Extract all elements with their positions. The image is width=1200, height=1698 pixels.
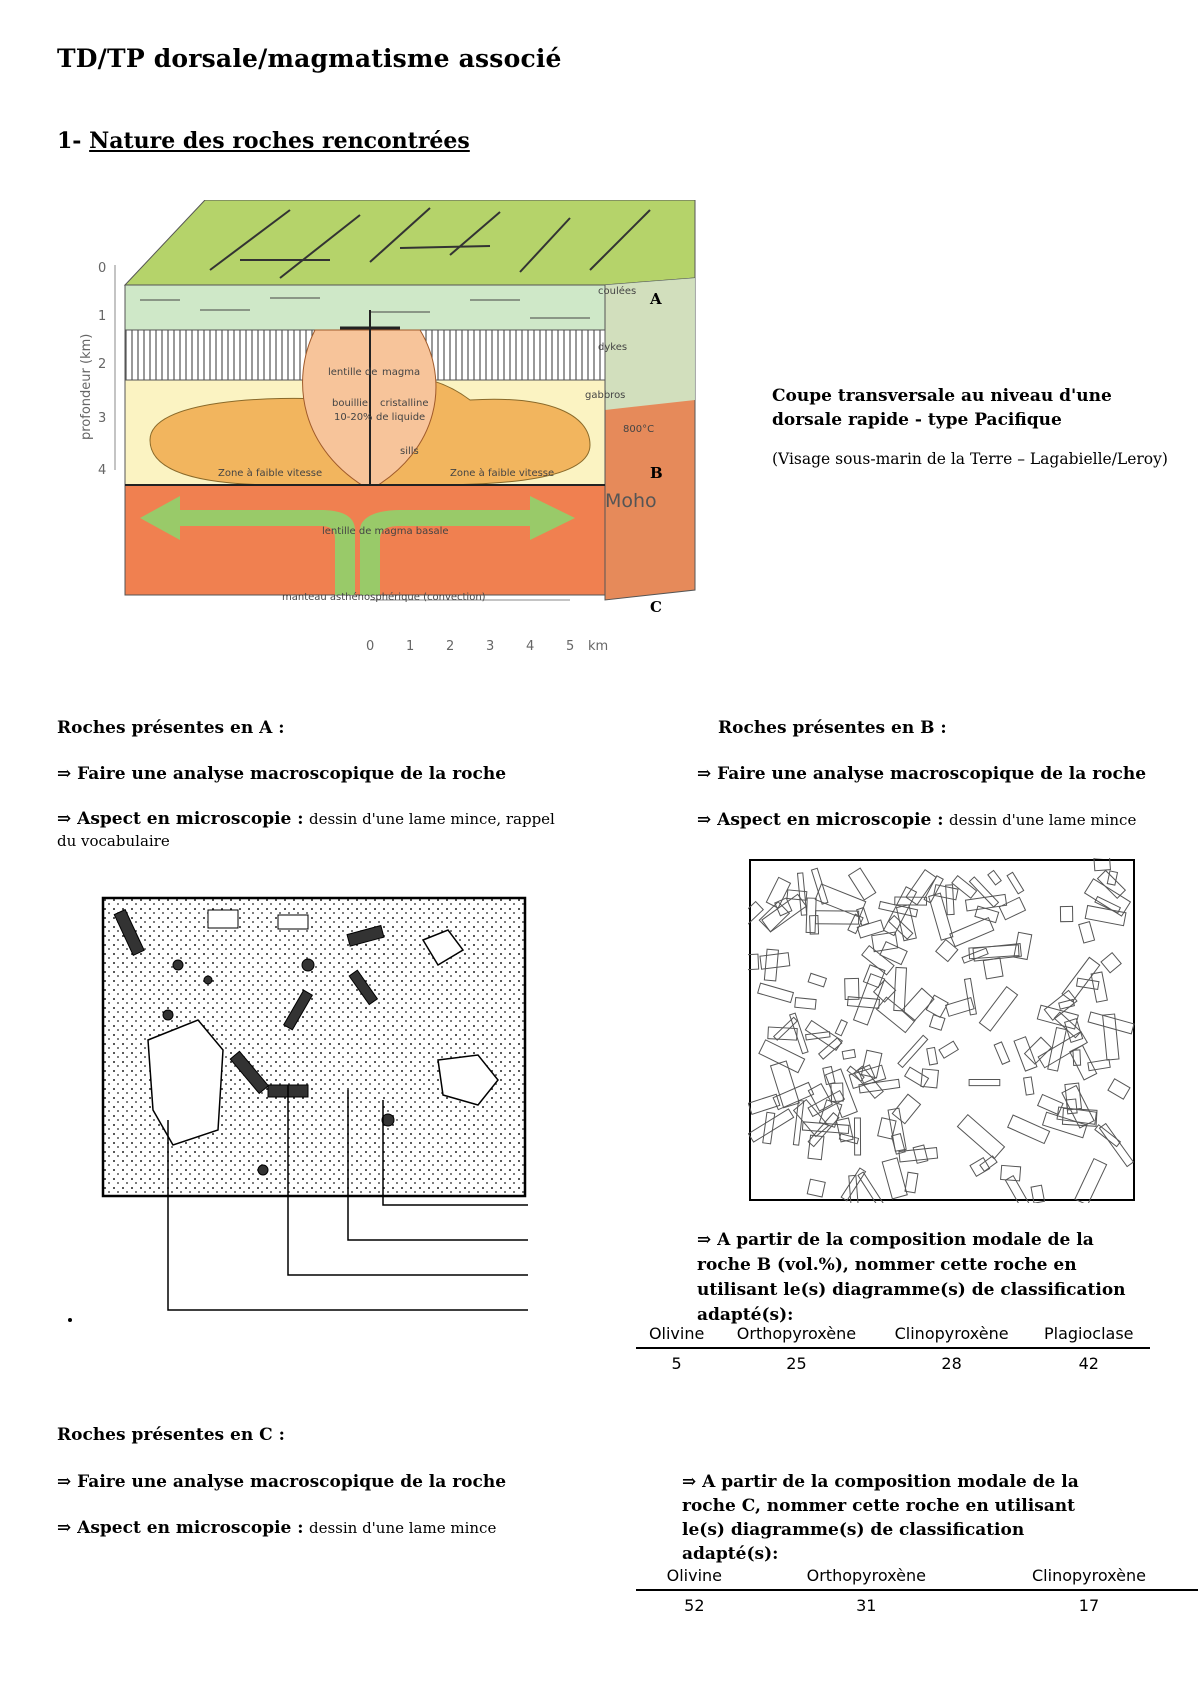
rock-a-task-micro: ⇒ Aspect en microscopie : dessin d'une l…	[57, 809, 555, 850]
table-cell: 25	[786, 1354, 807, 1373]
marker-b: B	[650, 464, 663, 482]
km-tick: km	[588, 639, 608, 654]
depth-tick: 2	[98, 357, 106, 372]
table-cell: 17	[1078, 1596, 1100, 1615]
rock-c-heading: Roches présentes en C :	[57, 1425, 285, 1445]
label-gabbros: gabbros	[585, 390, 625, 401]
rock-b-task-classify: ⇒ A partir de la composition modale de l…	[697, 1230, 1126, 1325]
km-tick: 2	[446, 639, 454, 654]
label-coulees: coulées	[598, 285, 636, 297]
depth-tick: 0	[98, 261, 106, 276]
km-tick: 3	[486, 639, 494, 654]
page-title: TD/TP dorsale/magmatisme associé	[57, 44, 562, 73]
table-cell: 31	[856, 1596, 877, 1615]
depth-tick: 1	[98, 309, 106, 324]
thin-section-b-drawing	[748, 858, 1135, 1203]
table-header: Orthopyroxène	[717, 1320, 876, 1349]
label-cristalline: cristalline	[380, 398, 428, 409]
km-tick: 0	[366, 639, 374, 654]
km-tick: 1	[406, 639, 414, 654]
marker-a: A	[649, 290, 662, 308]
label-zone-left: Zone à faible vitesse	[218, 467, 322, 479]
depth-axis-label: profondeur (km)	[79, 334, 94, 440]
rock-c-task-classify: ⇒ A partir de la composition modale de l…	[682, 1472, 1079, 1564]
label-basale: lentille de magma basale	[322, 526, 449, 537]
km-tick: 5	[566, 639, 574, 654]
figure-caption: Coupe transversale au niveau d'une dorsa…	[772, 386, 1112, 430]
table-header: Plagioclase	[1027, 1320, 1150, 1349]
rock-c-task-micro: ⇒ Aspect en microscopie : dessin d'une l…	[57, 1518, 497, 1538]
rock-b-composition-table: Olivine Orthopyroxène Clinopyroxène Plag…	[636, 1320, 1150, 1378]
label-pct: 10-20%	[334, 412, 373, 423]
depth-tick: 4	[98, 463, 106, 478]
table-cell: 28	[941, 1354, 962, 1373]
rock-c-composition-table: Olivine Orthopyroxène Clinopyroxène 52 3…	[636, 1562, 1198, 1620]
label-bouillie: bouillie	[332, 398, 368, 409]
label-lentille: lentille de	[328, 367, 377, 378]
section-heading: 1- Nature des roches rencontrées	[57, 128, 470, 154]
rock-a-heading: Roches présentes en A :	[57, 718, 285, 738]
km-tick: 4	[526, 639, 534, 654]
table-header: Clinopyroxène	[875, 1320, 1028, 1349]
rock-b-task-macro: ⇒ Faire une analyse macroscopique de la …	[697, 764, 1147, 784]
rock-b-task-micro: ⇒ Aspect en microscopie : dessin d'une l…	[697, 810, 1137, 830]
table-header: Clinopyroxène	[979, 1562, 1198, 1591]
label-dykes: dykes	[598, 342, 627, 353]
table-header: Orthopyroxène	[752, 1562, 980, 1591]
label-liquide: de liquide	[376, 412, 425, 423]
label-manteau: manteau asthénosphérique (convection)	[282, 591, 486, 603]
table-header: Olivine	[636, 1320, 718, 1349]
ridge-cross-section-figure: 0 1 2 3 4 profondeur (km) 0 1 2 3 4 5 km…	[79, 200, 696, 654]
table-header: Olivine	[636, 1562, 753, 1591]
marker-c: C	[650, 598, 662, 616]
rock-c-task-macro: ⇒ Faire une analyse macroscopique de la …	[57, 1472, 507, 1492]
label-magma: magma	[382, 367, 420, 378]
label-temp: 800°C	[623, 424, 654, 435]
thin-section-a-drawing	[68, 896, 528, 1322]
rock-b-heading: Roches présentes en B :	[718, 718, 947, 738]
label-moho: Moho	[605, 490, 657, 512]
label-zone-right: Zone à faible vitesse	[450, 467, 554, 479]
table-cell: 52	[684, 1596, 705, 1615]
rock-a-task-macro: ⇒ Faire une analyse macroscopique de la …	[57, 764, 507, 784]
label-sills: sills	[400, 446, 419, 457]
table-cell: 5	[671, 1354, 682, 1373]
table-cell: 42	[1078, 1354, 1099, 1373]
figure-reference: (Visage sous-marin de la Terre – Lagabie…	[772, 450, 1168, 468]
depth-tick: 3	[98, 411, 106, 426]
